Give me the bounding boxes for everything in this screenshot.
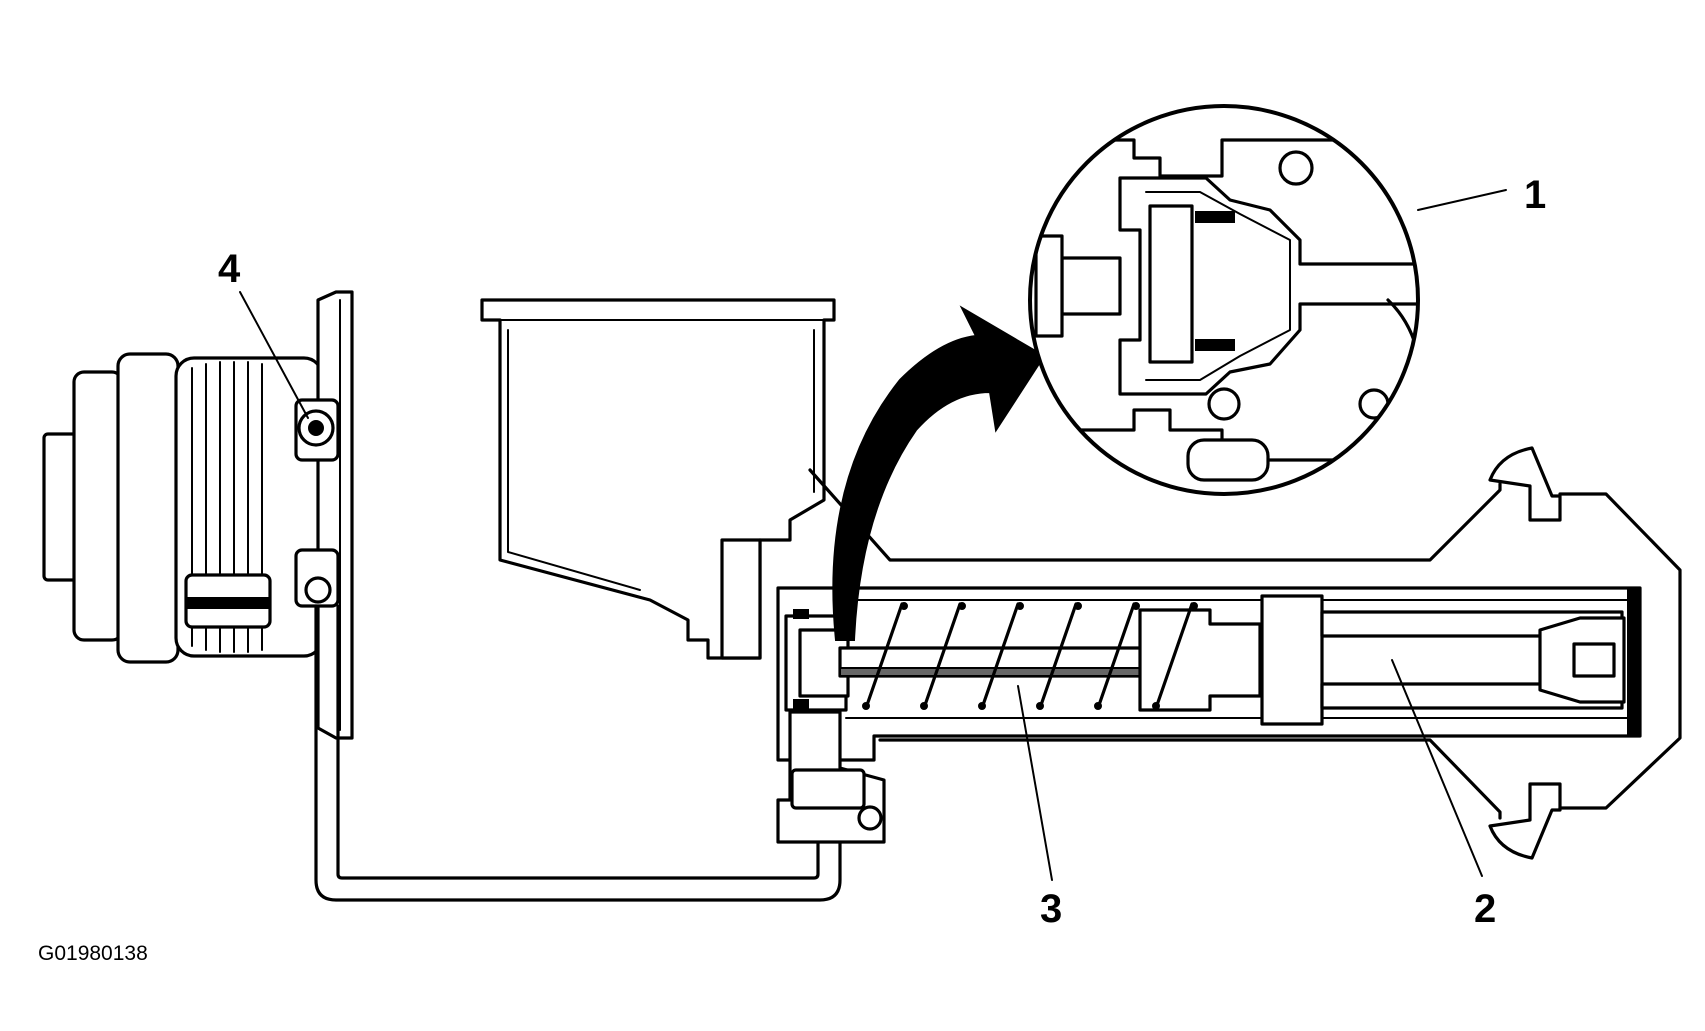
leader-1 xyxy=(1417,189,1507,211)
mount-plate xyxy=(1558,492,1682,810)
callout-label-2: 2 xyxy=(1474,887,1496,931)
figure-code: G01980138 xyxy=(38,942,148,965)
mount-upper-edge xyxy=(808,468,1502,562)
master-cylinder xyxy=(776,446,1682,860)
detail-magnifier xyxy=(1028,104,1420,496)
detail-ball-top xyxy=(1278,150,1314,186)
flywheel xyxy=(116,352,180,664)
return-spring xyxy=(862,602,1198,710)
bellhousing-flange xyxy=(316,290,354,740)
mount-lower-edge xyxy=(878,738,1502,820)
hydraulic-line-inner xyxy=(336,604,820,880)
detail-ball-bottom xyxy=(1207,387,1241,421)
fluid-reservoir xyxy=(480,298,836,660)
clutch-assembly xyxy=(42,290,354,740)
outlet-fitting xyxy=(790,768,866,810)
detail-arrow xyxy=(832,305,1046,641)
detail-ball-right xyxy=(1358,388,1390,420)
hub-disc-mid xyxy=(72,370,124,642)
callout-label-3: 3 xyxy=(1040,887,1062,931)
mount-ear-bottom xyxy=(1488,782,1562,860)
detail-port xyxy=(1060,256,1122,316)
reservoir-neck xyxy=(720,538,762,660)
leader-3 xyxy=(1017,685,1053,881)
piston-guide xyxy=(1260,594,1324,726)
callout-label-1: 1 xyxy=(1524,173,1546,217)
detail-rod xyxy=(1186,438,1270,482)
leader-2 xyxy=(1391,659,1483,877)
detail-seal xyxy=(1148,204,1194,364)
callout-label-4: 4 xyxy=(218,247,241,291)
leader-lines xyxy=(239,189,1507,881)
mount-ear-top xyxy=(1488,446,1562,522)
leader-4 xyxy=(239,291,309,419)
pushrod-socket xyxy=(1572,642,1616,678)
secondary-piston xyxy=(1138,608,1262,712)
hydraulic-line xyxy=(314,604,842,902)
